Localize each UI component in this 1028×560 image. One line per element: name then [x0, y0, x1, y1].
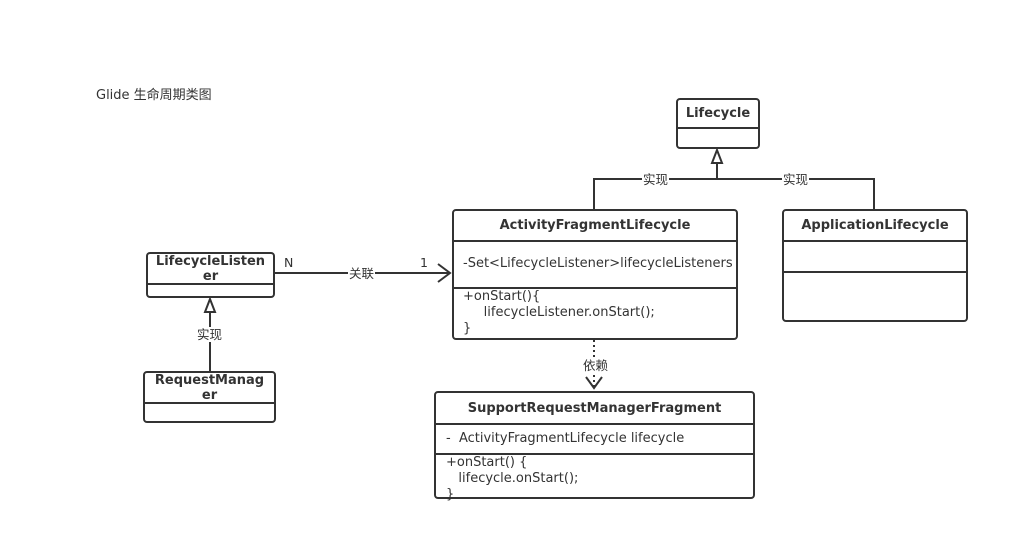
realize-line-application [717, 178, 875, 209]
association-label: 关联 [348, 266, 376, 281]
association-multiplicity-n: N [284, 255, 294, 270]
realize-label-activity: 实现 [642, 172, 670, 187]
realize-label-application: 实现 [782, 172, 810, 187]
class-methods: +onStart() { lifecycle.onStart(); } [446, 455, 579, 502]
class-attribute: - ActivityFragmentLifecycle lifecycle [436, 425, 753, 455]
class-name: SupportRequestManagerFragment [436, 393, 753, 425]
realize-arrowhead-lifecycle [710, 147, 724, 164]
dependency-arrowhead [585, 376, 603, 390]
class-activity-fragment-lifecycle[interactable]: ActivityFragmentLifecycle -Set<Lifecycle… [452, 209, 738, 340]
class-name: LifecycleListen er [148, 254, 273, 285]
class-application-lifecycle[interactable]: ApplicationLifecycle [782, 209, 968, 322]
class-request-manager[interactable]: RequestManag er [143, 371, 276, 423]
association-arrowhead [437, 263, 452, 283]
dependency-label: 依赖 [582, 358, 610, 373]
class-name: ApplicationLifecycle [784, 211, 966, 242]
realize-line-activity [593, 178, 717, 209]
class-name: RequestManag er [145, 373, 274, 404]
association-multiplicity-1: 1 [420, 255, 428, 270]
class-lifecycle-listener[interactable]: LifecycleListen er [146, 252, 275, 298]
realize-arrowhead-listener [203, 296, 217, 313]
class-lifecycle[interactable]: Lifecycle [676, 98, 760, 149]
class-support-request-manager-fragment[interactable]: SupportRequestManagerFragment - Activity… [434, 391, 755, 502]
class-attributes-empty [784, 242, 966, 273]
class-name: ActivityFragmentLifecycle [454, 211, 736, 242]
class-name: Lifecycle [678, 100, 758, 129]
class-attribute: -Set<LifecycleListener>lifecycleListener… [454, 242, 736, 289]
class-methods: +onStart(){ lifecycleListener.onStart();… [463, 289, 655, 336]
diagram-title: Glide 生命周期类图 [96, 88, 212, 103]
realize-label-request: 实现 [196, 327, 224, 342]
